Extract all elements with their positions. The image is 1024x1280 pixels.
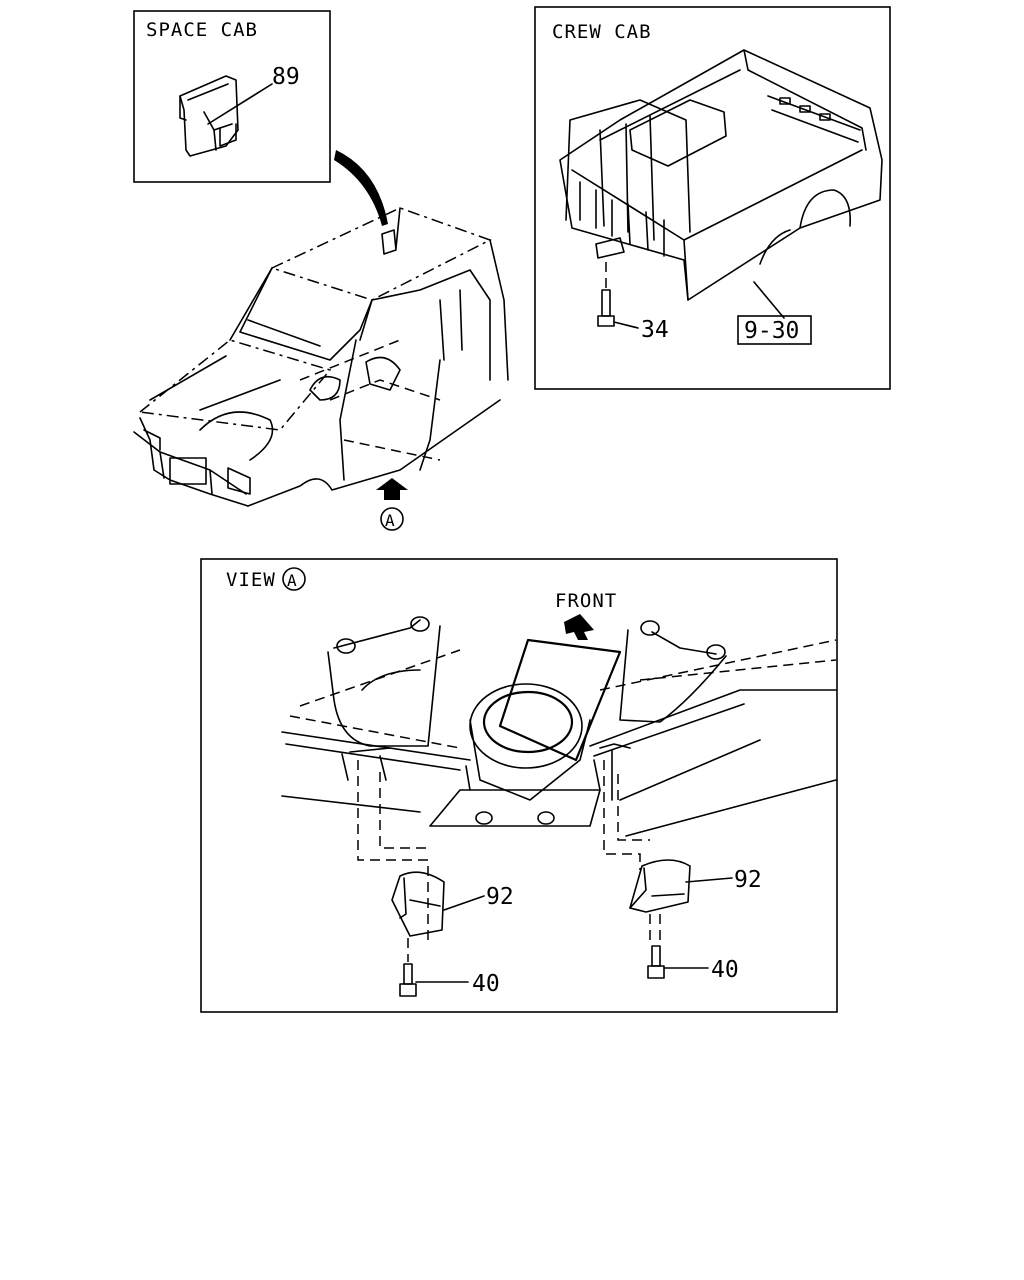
callout-34[interactable]: 34 [641,317,669,343]
u-bolt-left [327,616,441,747]
space-cab-title: SPACE CAB [146,19,258,41]
part-92-left[interactable] [391,871,445,937]
crew-cab-title: CREW CAB [552,21,652,43]
view-a-title-marker: A [287,571,297,590]
bolt-40-right[interactable] [647,914,665,979]
u-bolt-right [619,620,727,723]
cab-body-illustration: A [133,207,509,531]
callout-92-right[interactable]: 92 [734,867,762,893]
front-label: FRONT [555,590,617,612]
callout-40-right[interactable]: 40 [711,957,739,983]
crew-cab-panel: CREW CAB [534,6,891,390]
callout-92-left[interactable]: 92 [486,884,514,910]
front-arrow-icon [564,614,594,640]
leader-89 [207,83,273,125]
callout-9-30-box [737,315,812,345]
part-89-bracket[interactable] [179,75,239,157]
view-a-title: VIEW [226,569,276,591]
bolt-34[interactable] [597,262,615,327]
view-a-arrow-icon [376,478,408,500]
truck-bed-illustration [559,49,883,301]
leader-92-left [443,895,485,911]
leader-92-right [685,877,733,883]
cross-member [429,759,601,827]
view-a-circle-icon [380,507,404,531]
part-92-right[interactable] [629,859,691,913]
view-a-title-circle-icon [282,567,306,591]
zoom-pointer [334,150,388,226]
leader-34 [613,321,639,329]
leader-9-30 [753,281,785,319]
view-a-marker-body[interactable]: A [385,511,395,530]
view-a-panel: VIEW A FRONT [200,558,838,1013]
callout-9-30[interactable]: 9-30 [744,318,799,344]
space-cab-panel: SPACE CAB 89 [133,10,331,183]
driveshaft [469,638,622,801]
bolt-40-left[interactable] [399,938,417,997]
callout-89[interactable]: 89 [272,64,300,90]
callout-40-left[interactable]: 40 [472,971,500,997]
